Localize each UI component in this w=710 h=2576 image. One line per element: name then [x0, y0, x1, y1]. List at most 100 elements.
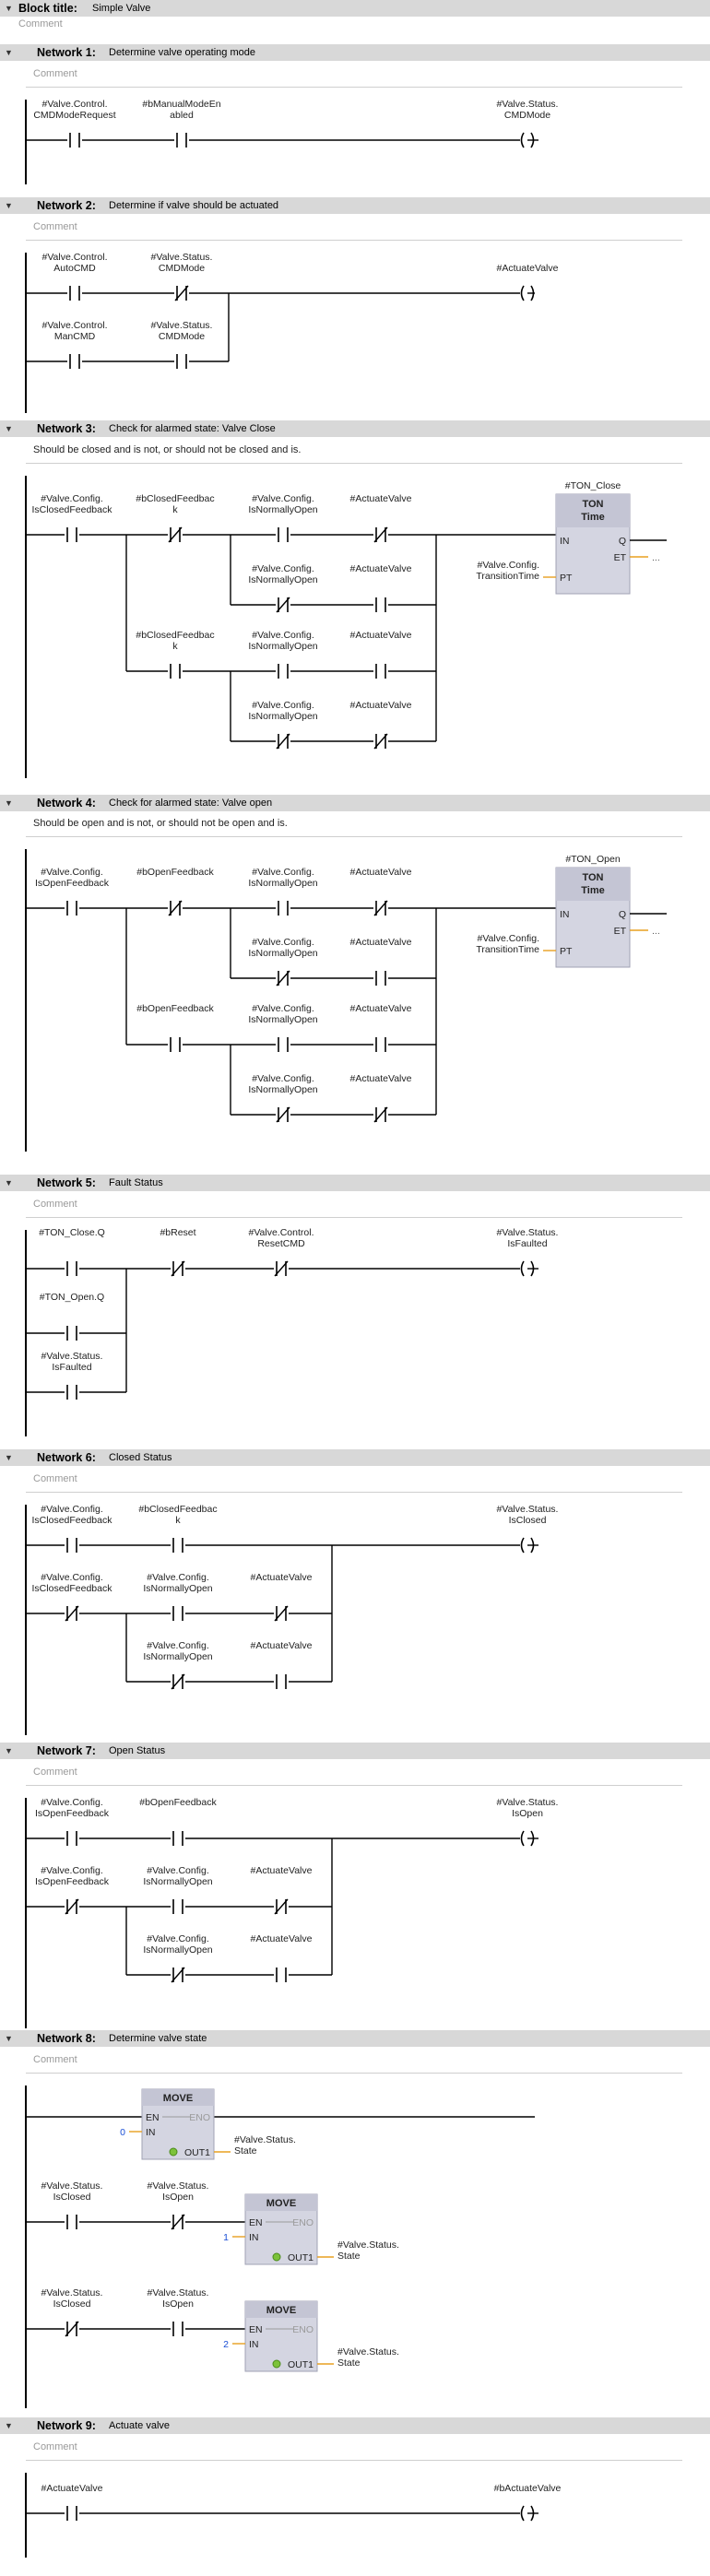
no-contact[interactable] [66, 1831, 77, 1846]
collapse-triangle-icon[interactable]: ▼ [5, 4, 13, 13]
no-contact[interactable] [66, 1261, 77, 1276]
nc-contact[interactable] [274, 1605, 289, 1622]
nc-contact[interactable] [65, 2321, 79, 2337]
coil[interactable] [520, 285, 525, 301]
nc-contact[interactable] [373, 526, 388, 543]
nc-contact[interactable] [274, 1260, 289, 1277]
network-9-header[interactable]: ▼Network 9:Actuate valve [0, 2417, 710, 2434]
no-contact[interactable] [375, 1037, 386, 1052]
no-contact[interactable] [176, 133, 187, 148]
no-contact[interactable] [69, 354, 80, 369]
collapse-triangle-icon[interactable]: ▼ [5, 2421, 13, 2430]
no-contact[interactable] [66, 527, 77, 542]
nc-contact[interactable] [171, 2214, 185, 2230]
no-contact[interactable] [172, 2322, 183, 2336]
network-8-header[interactable]: ▼Network 8:Determine valve state [0, 2030, 710, 2047]
no-contact[interactable] [172, 1899, 183, 1914]
network-title[interactable]: Actuate valve [109, 2420, 171, 2431]
block-title-bar[interactable]: ▼ Block title: Simple Valve [0, 0, 710, 17]
coil[interactable] [530, 2505, 535, 2522]
coil[interactable] [520, 1830, 525, 1847]
network-title[interactable]: Fault Status [109, 1177, 163, 1188]
collapse-triangle-icon[interactable]: ▼ [5, 1746, 13, 1755]
nc-contact[interactable] [171, 1260, 185, 1277]
network-6-header[interactable]: ▼Network 6:Closed Status [0, 1449, 710, 1466]
nc-contact[interactable] [168, 526, 183, 543]
network-comment[interactable]: Should be open and is not, or should not… [33, 818, 288, 829]
network-3-ladder[interactable]: #Valve.Config.IsClosedFeedback#bClosedFe… [0, 465, 710, 795]
no-contact[interactable] [176, 354, 187, 369]
nc-contact[interactable] [274, 1898, 289, 1915]
network-4-ladder[interactable]: #Valve.Config.IsOpenFeedback#bOpenFeedba… [0, 838, 710, 1175]
network-1-ladder[interactable]: #Valve.Control.CMDModeRequest#bManualMod… [0, 89, 710, 197]
no-contact[interactable] [172, 1538, 183, 1553]
nc-contact[interactable] [276, 733, 290, 750]
nc-contact[interactable] [174, 285, 189, 301]
network-comment[interactable]: Comment [33, 68, 77, 79]
network-comment[interactable]: Comment [33, 1473, 77, 1484]
no-contact[interactable] [66, 1538, 77, 1553]
coil[interactable] [520, 1260, 525, 1277]
no-contact[interactable] [66, 901, 77, 916]
coil[interactable] [520, 1537, 525, 1554]
network-7-ladder[interactable]: #Valve.Config.IsOpenFeedback#bOpenFeedba… [0, 1787, 710, 2030]
coil[interactable] [530, 132, 535, 148]
no-contact[interactable] [66, 1326, 77, 1341]
nc-contact[interactable] [276, 970, 290, 987]
collapse-triangle-icon[interactable]: ▼ [5, 1453, 13, 1462]
block-comment[interactable]: Comment [18, 18, 63, 30]
network-7-header[interactable]: ▼Network 7:Open Status [0, 1743, 710, 1759]
coil[interactable] [530, 1537, 535, 1554]
no-contact[interactable] [69, 286, 80, 301]
network-comment[interactable]: Comment [33, 1199, 77, 1210]
collapse-triangle-icon[interactable]: ▼ [5, 1178, 13, 1188]
coil[interactable] [530, 1260, 535, 1277]
network-9-ladder[interactable]: #ActuateValve#bActuateValve [0, 2462, 710, 2572]
collapse-triangle-icon[interactable]: ▼ [5, 424, 13, 433]
coil[interactable] [530, 285, 535, 301]
network-comment[interactable]: Comment [33, 221, 77, 232]
no-contact[interactable] [170, 1037, 181, 1052]
nc-contact[interactable] [276, 597, 290, 613]
network-title[interactable]: Determine if valve should be actuated [109, 200, 279, 211]
no-contact[interactable] [278, 1037, 289, 1052]
nc-contact[interactable] [171, 1673, 185, 1690]
network-comment[interactable]: Comment [33, 1767, 77, 1778]
no-contact[interactable] [375, 971, 386, 986]
network-comment[interactable]: Comment [33, 2054, 77, 2065]
network-5-ladder[interactable]: #TON_Close.Q#bReset#Valve.Control.ResetC… [0, 1219, 710, 1449]
nc-contact[interactable] [168, 900, 183, 916]
network-title[interactable]: Open Status [109, 1745, 166, 1756]
collapse-triangle-icon[interactable]: ▼ [5, 48, 13, 57]
no-contact[interactable] [278, 527, 289, 542]
network-title[interactable]: Determine valve operating mode [109, 47, 255, 58]
nc-contact[interactable] [373, 900, 388, 916]
network-1-header[interactable]: ▼Network 1:Determine valve operating mod… [0, 44, 710, 61]
network-6-ladder[interactable]: #Valve.Config.IsClosedFeedback#bClosedFe… [0, 1494, 710, 1743]
no-contact[interactable] [276, 1674, 287, 1689]
coil[interactable] [520, 2505, 525, 2522]
no-contact[interactable] [170, 664, 181, 679]
collapse-triangle-icon[interactable]: ▼ [5, 798, 13, 808]
network-title[interactable]: Determine valve state [109, 2033, 207, 2044]
no-contact[interactable] [278, 664, 289, 679]
network-title[interactable]: Check for alarmed state: Valve open [109, 798, 273, 809]
block-title-value[interactable]: Simple Valve [92, 3, 151, 14]
no-contact[interactable] [66, 2215, 77, 2229]
nc-contact[interactable] [65, 1898, 79, 1915]
network-title[interactable]: Check for alarmed state: Valve Close [109, 423, 276, 434]
no-contact[interactable] [66, 2506, 77, 2521]
no-contact[interactable] [278, 901, 289, 916]
network-4-header[interactable]: ▼Network 4:Check for alarmed state: Valv… [0, 795, 710, 811]
coil[interactable] [520, 132, 525, 148]
nc-contact[interactable] [373, 1106, 388, 1123]
nc-contact[interactable] [171, 1967, 185, 1983]
network-5-header[interactable]: ▼Network 5:Fault Status [0, 1175, 710, 1191]
no-contact[interactable] [69, 133, 80, 148]
no-contact[interactable] [375, 664, 386, 679]
no-contact[interactable] [276, 1967, 287, 1982]
nc-contact[interactable] [276, 1106, 290, 1123]
network-2-ladder[interactable]: #Valve.Control.AutoCMD#Valve.Status.CMDM… [0, 242, 710, 420]
network-comment[interactable]: Should be closed and is not, or should n… [33, 444, 302, 455]
